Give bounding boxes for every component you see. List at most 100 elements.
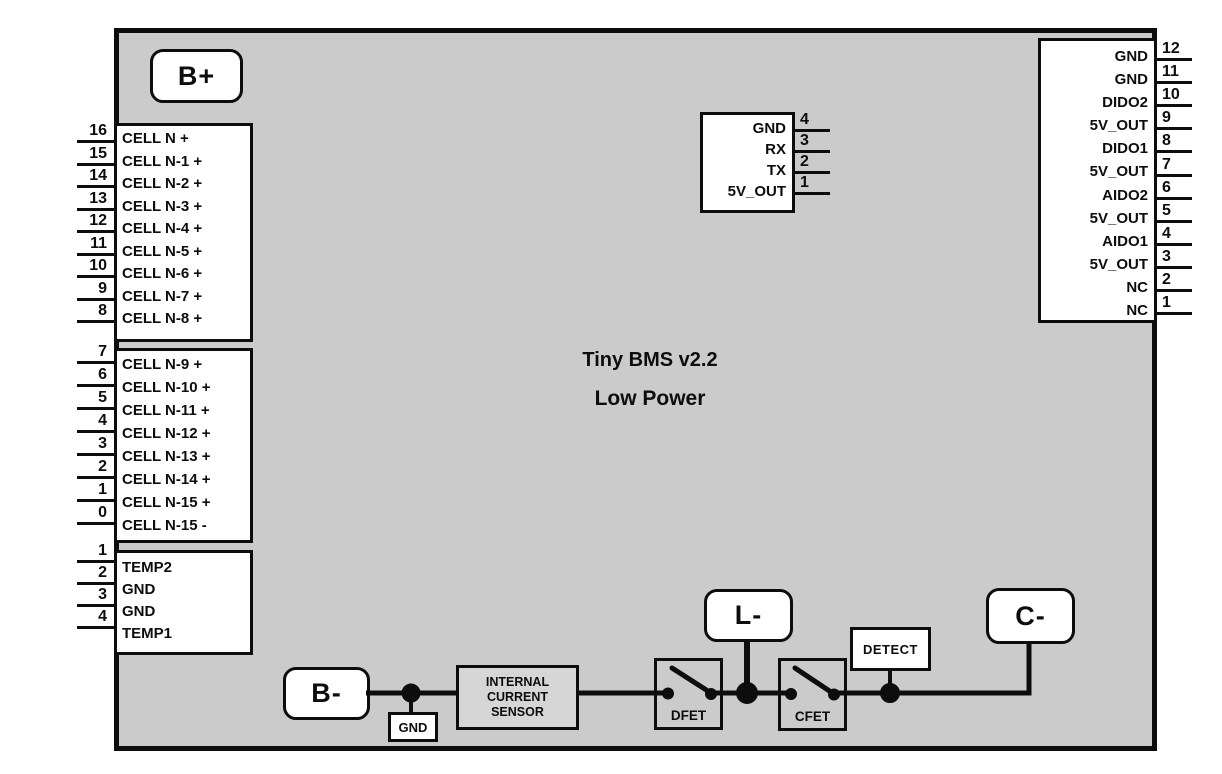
dfet-box: DFET [654,658,723,730]
pin-label: CELL N-14 + [122,471,211,488]
pin-label: CELL N-8 + [122,310,203,327]
pin-label: GND [1114,71,1148,89]
pin-label: CELL N-15 + [122,494,211,511]
terminal-b-minus: B- [283,667,370,720]
pin-label: TX [766,162,786,179]
pin-number: 12 [1155,38,1192,62]
pin-label: CELL N + [122,130,189,147]
pin-label: 5V_OUT [1089,209,1148,227]
pin-number: 14 [77,166,114,188]
cell-lower-pin-numbers: 7 6 5 4 3 2 1 0 [77,341,114,525]
pin-label: 5V_OUT [1089,117,1148,135]
terminal-b-minus-label: B- [311,678,342,708]
pin-label: DIDO2 [1102,94,1148,112]
pin-number: 3 [1155,246,1192,269]
pin-number: 4 [793,111,830,132]
pin-label: AIDO1 [1102,232,1148,250]
pin-number: 0 [77,502,114,525]
pin-label: CELL N-2 + [122,175,203,192]
gnd-tap-label: GND [398,719,428,735]
pin-number: 10 [77,256,114,278]
terminal-l-minus: L- [704,589,793,642]
pin-number: 11 [1155,61,1192,85]
internal-current-sensor-box: INTERNAL CURRENT SENSOR [456,665,579,730]
pin-label: GND [752,120,786,137]
pin-label: TEMP1 [122,625,173,642]
pin-number: 1 [77,541,114,563]
pin-number: 1 [793,174,830,195]
pin-number: 5 [77,387,114,410]
pin-number: 1 [77,479,114,502]
pin-label: CELL N-9 + [122,356,203,373]
pin-number: 7 [77,341,114,364]
pin-label: NC [1126,278,1148,296]
pin-label: GND [1114,48,1148,65]
pin-number: 3 [77,433,114,456]
pin-label: CELL N-15 - [122,517,207,534]
pin-number: 2 [793,153,830,174]
pin-number: 4 [1155,223,1192,246]
detect-box: DETECT [850,627,931,671]
pin-label: CELL N-10 + [122,379,211,396]
cell-upper-pin-numbers: 16 15 14 13 12 11 10 9 8 [77,121,114,323]
pin-label: CELL N-7 + [122,287,203,305]
pin-number: 8 [77,301,114,323]
board-outline [114,28,1157,751]
io-pin-numbers: 12 11 10 9 8 7 6 5 4 3 2 1 [1155,38,1192,316]
pin-number: 6 [77,364,114,387]
pin-label: CELL N-1 + [122,152,203,170]
cell-block-upper: CELL N + CELL N-1 + CELL N-2 + CELL N-3 … [114,123,253,342]
pin-number: 2 [1155,269,1192,293]
pin-label: CELL N-5 + [122,242,203,260]
pin-label: CELL N-3 + [122,197,203,215]
uart-connector: GND RX TX 5V_OUT [700,112,795,213]
pin-number: 4 [77,607,114,629]
terminal-b-plus-label: B+ [177,60,216,91]
pin-label: NC [1126,302,1148,320]
pin-label: 5V_OUT [1089,255,1148,273]
pin-number: 3 [793,132,830,153]
pin-number: 15 [77,143,114,166]
board-subtitle: Low Power [594,387,706,410]
pin-number: 4 [77,410,114,433]
pin-number: 2 [77,456,114,479]
pin-label: GND [122,603,156,620]
pin-label: DIDO1 [1102,140,1148,158]
pin-label: 5V_OUT [1089,163,1148,181]
dfet-label: DFET [670,708,707,723]
io-connector: GND GND DIDO2 5V_OUT DIDO1 5V_OUT AIDO2 … [1038,38,1157,323]
gnd-tap-box: GND [388,712,438,742]
pin-label: CELL N-13 + [122,448,211,465]
uart-pin-numbers: 4 3 2 1 [793,111,830,195]
pin-label: TEMP2 [122,559,173,576]
pin-label: CELL N-11 + [122,402,210,419]
pin-label: 5V_OUT [727,183,786,200]
pin-number: 6 [1155,177,1192,200]
terminal-l-minus-label: L- [734,600,763,630]
detect-label: DETECT [863,641,918,657]
cfet-box: CFET [778,658,847,731]
pin-number: 13 [77,188,114,211]
pin-label: CELL N-6 + [122,265,203,282]
pin-number: 5 [1155,200,1192,223]
pin-label: CELL N-4 + [122,220,203,237]
pin-number: 11 [77,233,114,256]
pin-number: 9 [77,278,114,301]
pin-number: 3 [77,585,114,607]
cfet-label: CFET [794,709,831,724]
terminal-c-minus: C- [986,588,1075,644]
pin-number: 12 [77,211,114,233]
pin-label: AIDO2 [1102,186,1148,204]
temp-block: TEMP2 GND GND TEMP1 [114,550,253,655]
pin-number: 1 [1155,292,1192,316]
pin-number: 10 [1155,84,1192,108]
pin-number: 8 [1155,130,1192,154]
pin-label: RX [765,141,786,158]
terminal-b-plus: B+ [150,49,243,103]
pin-number: 7 [1155,153,1192,177]
temp-pin-numbers: 1 2 3 4 [77,541,114,629]
cell-block-lower: CELL N-9 + CELL N-10 + CELL N-11 + CELL … [114,348,253,543]
pin-label: GND [122,581,156,598]
terminal-c-minus-label: C- [1015,600,1046,631]
